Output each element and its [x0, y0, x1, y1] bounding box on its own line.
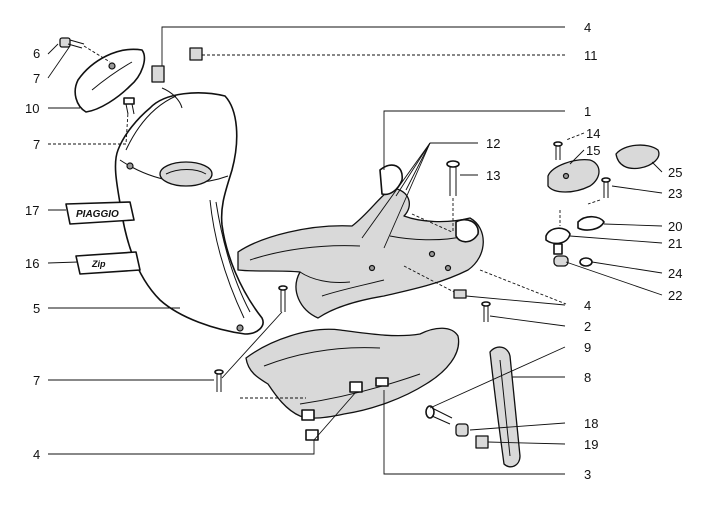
callout-24: 24 — [668, 266, 682, 281]
callout-9: 9 — [584, 340, 591, 355]
callout-4-top: 4 — [584, 20, 591, 35]
callout-13: 13 — [486, 168, 500, 183]
strip-fixings — [425, 405, 489, 449]
callout-3: 3 — [584, 467, 591, 482]
callout-10: 10 — [25, 101, 39, 116]
callout-7-top: 7 — [33, 71, 40, 86]
callout-11: 11 — [584, 48, 598, 63]
callout-14: 14 — [586, 126, 600, 141]
callout-7-second: 7 — [33, 137, 40, 152]
callout-1: 1 — [584, 104, 591, 119]
bolt-13-part — [446, 160, 460, 232]
callout-17: 17 — [25, 203, 39, 218]
callout-4-mid: 4 — [584, 298, 591, 313]
callout-12: 12 — [486, 136, 500, 151]
upper-cover-part — [74, 48, 146, 113]
callout-18: 18 — [584, 416, 598, 431]
lower-panel-part — [245, 327, 460, 441]
callout-19: 19 — [584, 437, 598, 452]
callout-22: 22 — [668, 288, 682, 303]
callout-25: 25 — [668, 165, 682, 180]
callout-6: 6 — [33, 46, 40, 61]
front-shield-part — [114, 92, 264, 335]
floor-panel-part — [237, 164, 484, 319]
callout-21: 21 — [668, 236, 682, 251]
callout-15: 15 — [586, 143, 600, 158]
badge-piaggio-text: PIAGGIO — [76, 209, 119, 220]
piaggio-badge-part: PIAGGIO — [65, 201, 135, 225]
lower-screws — [214, 285, 491, 392]
callout-2: 2 — [584, 319, 591, 334]
callout-7-lower: 7 — [33, 373, 40, 388]
model-badge-part: Zip — [75, 251, 141, 275]
side-strip-part — [489, 346, 521, 468]
callout-numbers: 4 11 1 12 13 14 15 25 23 20 21 24 22 4 2… — [25, 20, 682, 482]
upper-screws — [59, 37, 203, 115]
badge-model-text: Zip — [91, 259, 106, 269]
callout-16: 16 — [25, 256, 39, 271]
leader-lines — [47, 26, 663, 475]
callout-20: 20 — [668, 219, 682, 234]
callout-5: 5 — [33, 301, 40, 316]
callout-4-lower: 4 — [33, 447, 40, 462]
callout-8: 8 — [584, 370, 591, 385]
callout-23: 23 — [668, 186, 682, 201]
mounting-cluster — [545, 141, 660, 267]
